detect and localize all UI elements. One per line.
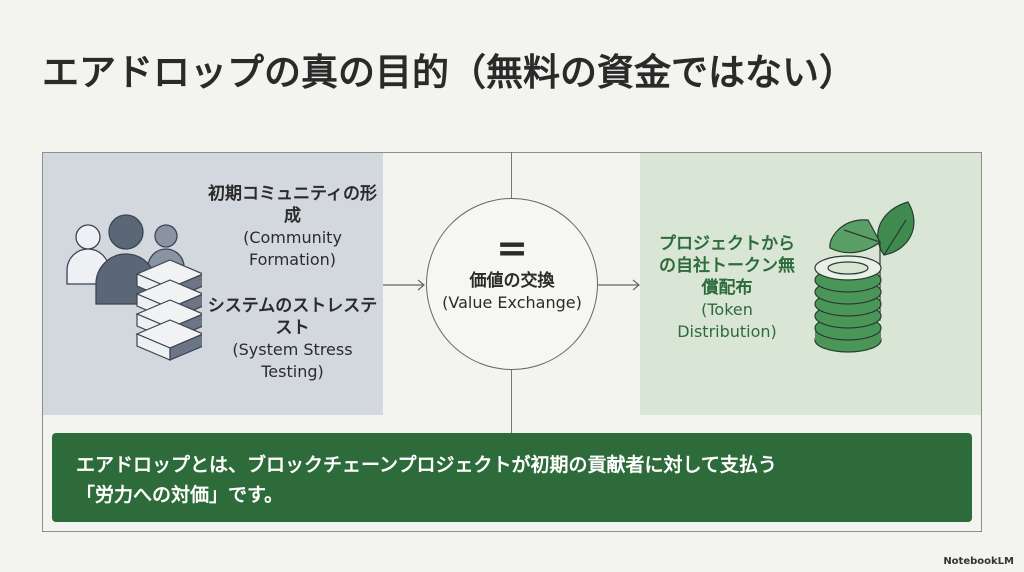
right-panel bbox=[640, 153, 981, 415]
connector-line bbox=[511, 152, 512, 198]
page-title: エアドロップの真の目的（無料の資金ではない） bbox=[42, 51, 856, 94]
equals-icon: = bbox=[496, 226, 528, 270]
stress-testing-label: システムのストレステスト (System Stress Testing) bbox=[207, 296, 378, 381]
summary-banner: エアドロップとは、ブロックチェーンプロジェクトが初期の貢献者に対して支払う 「労… bbox=[52, 433, 972, 522]
value-exchange-circle bbox=[426, 198, 598, 370]
value-exchange-label: = 価値の交換 (Value Exchange) bbox=[440, 226, 584, 314]
diagram-frame bbox=[42, 152, 982, 532]
coins-sprout-icon bbox=[814, 201, 915, 353]
connector-line bbox=[511, 370, 512, 433]
community-server-icon bbox=[66, 214, 202, 361]
token-distribution-label: プロジェクトからの自社トークン無償配布 (Token Distribution) bbox=[659, 234, 795, 341]
notebooklm-logo: NotebookLM bbox=[943, 556, 1014, 567]
community-formation-label: 初期コミュニティの形成 (Community Formation) bbox=[208, 184, 377, 269]
